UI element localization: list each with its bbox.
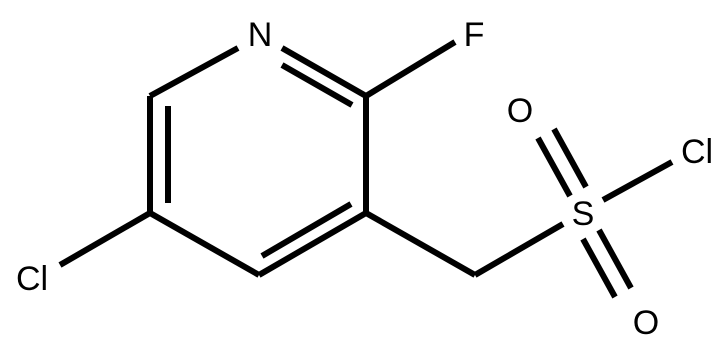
atom-oxygen-top: O — [507, 92, 533, 130]
bond-c3-ch2 — [364, 210, 477, 278]
bond-n-c6 — [148, 45, 240, 99]
bond-c3-c4-inner — [260, 201, 353, 259]
substituent-bonds — [58, 39, 674, 299]
atom-nitrogen: N — [248, 16, 273, 54]
bond-n-c2-inner — [280, 62, 354, 108]
bond-c4-c5 — [148, 210, 261, 278]
atom-chlorine-ring: Cl — [16, 260, 48, 298]
atom-fluorine: F — [464, 16, 485, 54]
bond-s-o-bottom-b — [596, 228, 634, 290]
atom-labels: N F Cl S O O Cl — [16, 16, 713, 342]
bond-c5-cl — [58, 210, 152, 268]
atom-oxygen-bottom: O — [633, 304, 659, 342]
bond-n-c2 — [280, 45, 368, 99]
bond-c3-c4 — [257, 210, 368, 278]
bond-s-cl — [601, 159, 674, 203]
bond-s-o-bottom-a — [580, 237, 618, 299]
atom-chlorine-sulfonyl: Cl — [681, 133, 713, 171]
bond-s-o-top-a — [535, 136, 573, 198]
atom-sulfur: S — [572, 195, 595, 233]
bond-ch2-s — [473, 221, 565, 278]
bond-c2-f — [364, 39, 457, 99]
bond-s-o-top-b — [551, 127, 589, 189]
pyridine-ring — [147, 45, 369, 278]
